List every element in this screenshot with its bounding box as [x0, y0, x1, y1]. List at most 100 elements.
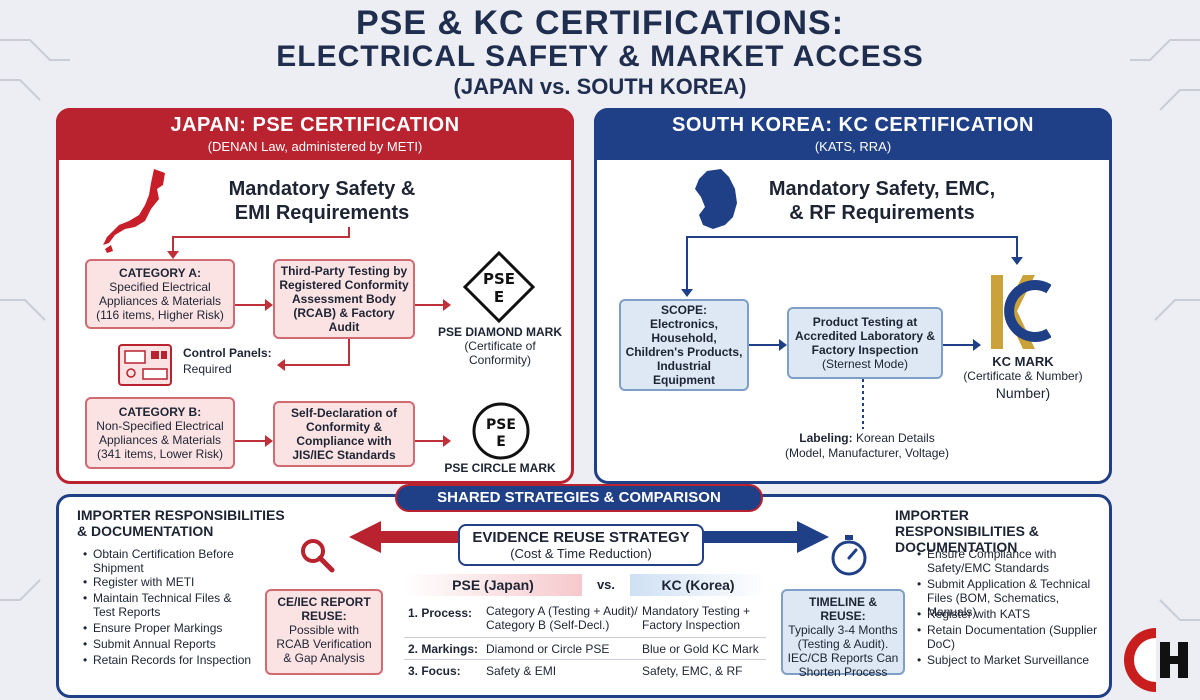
comparison-row-label: 1. Process:	[408, 606, 473, 620]
comparison-row-korea: Mandatory Testing + Factory Inspection	[642, 604, 751, 632]
evidence-reuse-title: EVIDENCE REUSE STRATEGY	[472, 529, 690, 546]
third-party-testing-box: Third-Party Testing by Registered Confor…	[273, 259, 415, 339]
labeling-value: Korean Details	[855, 431, 935, 445]
kc-mark-name: KC MARK	[992, 354, 1054, 369]
comparison-row-korea: Blue or Gold KC Mark	[642, 642, 759, 656]
scope-title: SCOPE:	[660, 303, 707, 317]
labeling-note: Labeling: Korean Details (Model, Manufac…	[757, 431, 977, 461]
japan-requirement: Mandatory Safety & EMI Requirements	[228, 178, 416, 224]
japan-header: JAPAN: PSE CERTIFICATION (DENAN Law, adm…	[56, 108, 574, 160]
main-title-line3: (JAPAN vs. SOUTH KOREA)	[453, 74, 747, 99]
category-b-title: CATEGORY B:	[118, 405, 202, 419]
comparison-row-japan: Category A (Testing + Audit)/ Category B…	[486, 604, 638, 632]
svg-text:E: E	[494, 288, 504, 306]
main-title-line2: ELECTRICAL SAFETY & MARKET ACCESS	[276, 40, 924, 73]
left-resp-item: Obtain Certification Before Shipment	[83, 547, 253, 575]
left-responsibilities-list: Obtain Certification Before Shipment Reg…	[83, 547, 253, 669]
pse-diamond-mark-logo: PSE	[483, 270, 515, 288]
comparison-row-korea: Safety, EMC, & RF	[642, 664, 743, 678]
comparison-vs: vs.	[596, 577, 616, 592]
pse-circle-mark-logo: PSE	[486, 417, 516, 433]
category-a-desc: Specified Electrical Appliances & Materi…	[98, 280, 222, 308]
korea-header: SOUTH KOREA: KC CERTIFICATION (KATS, RRA…	[594, 108, 1112, 160]
timeline-reuse-desc: Typically 3-4 Months (Testing & Audit). …	[787, 623, 899, 679]
main-title-line1: PSE & KC CERTIFICATIONS:	[355, 4, 845, 42]
korea-header-title: SOUTH KOREA: KC CERTIFICATION	[672, 114, 1034, 136]
comparison-row: 3. Focus: Safety & EMI Safety, EMC, & RF	[404, 660, 766, 682]
evidence-reuse-subtitle: (Cost & Time Reduction)	[510, 546, 652, 561]
timeline-reuse-box: TIMELINE & REUSE: Typically 3-4 Months (…	[781, 589, 905, 679]
japan-header-title: JAPAN: PSE CERTIFICATION	[170, 114, 460, 136]
category-a-title: CATEGORY A:	[118, 266, 201, 280]
control-panel-icon	[118, 344, 172, 386]
kc-mark-note: (Certificate & Number)	[963, 369, 1083, 383]
category-b-note: (341 items, Lower Risk)	[96, 447, 224, 461]
japan-header-subtitle: (DENAN Law, administered by METI)	[207, 139, 423, 154]
pse-diamond-mark-icon: PSE E	[463, 251, 535, 323]
japan-map-icon	[103, 169, 165, 253]
scope-desc: Electronics, Household, Children's Produ…	[625, 317, 743, 387]
korea-panel: SOUTH KOREA: KC CERTIFICATION (KATS, RRA…	[594, 108, 1112, 484]
pse-circle-mark-name: PSE CIRCLE MARK	[444, 461, 556, 475]
svg-text:E: E	[496, 434, 506, 450]
magnifier-icon	[301, 539, 335, 573]
comparison-col-japan: PSE (Japan)	[404, 574, 582, 596]
evidence-reuse-title-box: EVIDENCE REUSE STRATEGY (Cost & Time Red…	[458, 524, 704, 566]
control-panels-note: Control Panels: Required	[183, 345, 272, 377]
korea-map-icon	[695, 169, 737, 229]
comparison-row-label: 2. Markings:	[408, 642, 479, 656]
labeling-label: Labeling:	[799, 431, 853, 445]
right-resp-item: Retain Documentation (Supplier DoC)	[917, 623, 1109, 653]
left-resp-item: Register with METI	[83, 575, 253, 591]
right-responsibilities-list: Ensure Compliance with Safety/EMC Standa…	[917, 547, 1109, 669]
comparison-col-korea: KC (Korea)	[630, 574, 766, 596]
comparison-table: PSE (Japan) vs. KC (Korea) 1. Process: C…	[404, 574, 766, 682]
comparison-row-japan: Diamond or Circle PSE	[486, 642, 610, 656]
kc-mark-extra: Number)	[995, 385, 1051, 401]
ce-iec-reuse-title: CE/IEC REPORT REUSE:	[277, 595, 371, 623]
category-b-box: CATEGORY B: Non-Specified Electrical App…	[85, 397, 235, 469]
labeling-detail: (Model, Manufacturer, Voltage)	[784, 446, 950, 460]
category-a-box: CATEGORY A: Specified Electrical Applian…	[85, 259, 235, 329]
left-responsibilities-title: IMPORTER RESPONSIBILITIES & DOCUMENTATIO…	[77, 507, 285, 539]
shared-strategies-banner: SHARED STRATEGIES & COMPARISON	[395, 484, 763, 512]
kc-mark-icon	[991, 275, 1051, 349]
brand-logo-icon	[1124, 628, 1192, 692]
left-resp-item: Submit Annual Reports	[83, 637, 253, 653]
comparison-header: PSE (Japan) vs. KC (Korea)	[404, 574, 766, 596]
scope-box: SCOPE: Electronics, Household, Children'…	[619, 299, 749, 391]
product-testing-note: (Sternest Mode)	[821, 357, 909, 371]
right-resp-item: Submit Application & Technical Files (BO…	[917, 577, 1109, 619]
comparison-row-japan: Safety & EMI	[486, 664, 557, 678]
pse-diamond-mark-note: (Certificate of Conformity)	[464, 339, 536, 367]
right-resp-item: Register with KATS	[917, 607, 1109, 623]
ce-iec-reuse-desc: Possible with RCAB Verification & Gap An…	[276, 623, 372, 665]
comparison-row: 1. Process: Category A (Testing + Audit)…	[404, 600, 766, 638]
right-resp-item: Ensure Compliance with Safety/EMC Standa…	[917, 547, 1109, 577]
comparison-row-label: 3. Focus:	[408, 664, 461, 678]
left-resp-item: Ensure Proper Markings	[83, 621, 253, 637]
category-b-desc: Non-Specified Electrical Appliances & Ma…	[96, 419, 224, 447]
self-declaration-box: Self-Declaration of Conformity & Complia…	[273, 401, 415, 467]
control-panels-value: Required	[183, 362, 232, 376]
shared-strategies-panel: IMPORTER RESPONSIBILITIES & DOCUMENTATIO…	[56, 494, 1112, 698]
right-resp-item: Subject to Market Surveillance	[917, 653, 1109, 669]
self-declaration-text: Self-Declaration of Conformity & Complia…	[290, 406, 398, 462]
category-a-note: (116 items, Higher Risk)	[96, 308, 224, 322]
pse-diamond-mark-caption: PSE DIAMOND MARK (Certificate of Conform…	[435, 325, 565, 367]
left-resp-item: Retain Records for Inspection	[83, 653, 253, 669]
ce-iec-reuse-box: CE/IEC REPORT REUSE: Possible with RCAB …	[265, 589, 383, 675]
control-panels-label: Control Panels:	[183, 346, 272, 360]
pse-diamond-mark-name: PSE DIAMOND MARK	[437, 325, 562, 339]
third-party-testing-text: Third-Party Testing by Registered Confor…	[279, 264, 409, 334]
product-testing-title: Product Testing at Accredited Laboratory…	[794, 315, 936, 357]
kc-mark-caption: KC MARK (Certificate & Number) Number)	[953, 354, 1093, 401]
product-testing-box: Product Testing at Accredited Laboratory…	[787, 307, 943, 379]
left-resp-item: Maintain Technical Files & Test Reports	[83, 591, 253, 621]
comparison-row: 2. Markings: Diamond or Circle PSE Blue …	[404, 638, 766, 660]
korea-header-subtitle: (KATS, RRA)	[814, 139, 892, 154]
japan-panel: JAPAN: PSE CERTIFICATION (DENAN Law, adm…	[56, 108, 574, 484]
pse-circle-mark-icon: PSE E	[472, 402, 530, 460]
stopwatch-icon	[831, 535, 867, 576]
